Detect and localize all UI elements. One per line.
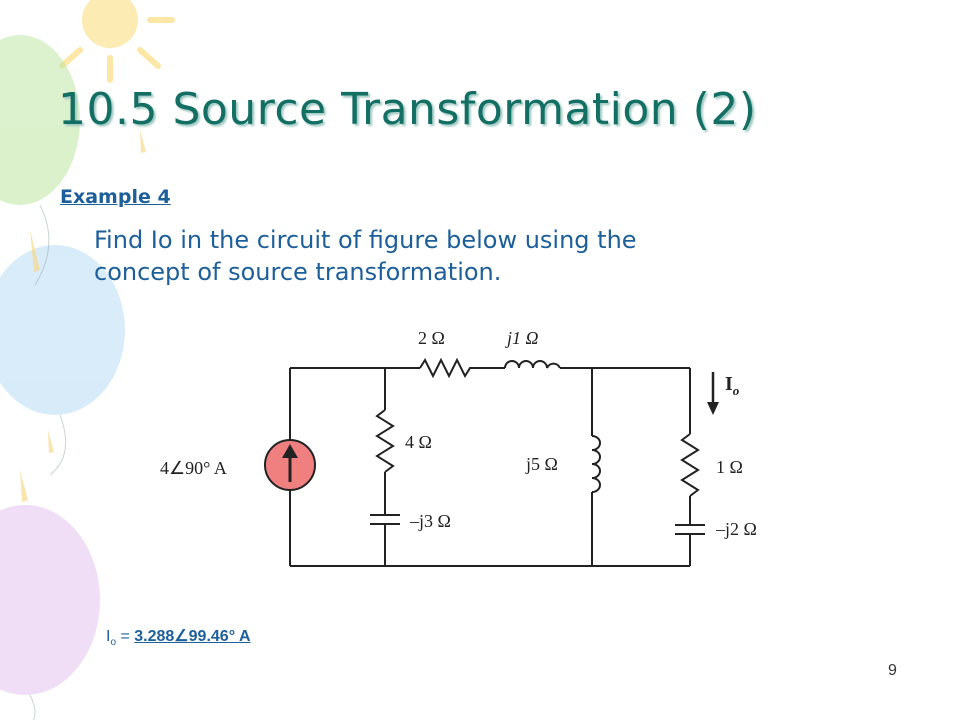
capacitor-left-label: –j3 Ω [409, 511, 451, 531]
inductor-mid-label: j5 Ω [525, 454, 558, 474]
answer-value: 3.288∠99.46° A [134, 628, 251, 645]
resistor-1ohm [680, 433, 700, 497]
sun-icon [59, 0, 175, 83]
inductor-j5 [591, 435, 601, 493]
inductor-top-label: j1 Ω [505, 328, 539, 348]
resistor-2ohm [419, 357, 475, 379]
capacitor-right-label: –j2 Ω [715, 519, 757, 539]
source-label: 4∠90° A [160, 458, 227, 478]
resistor-right-label: 1 Ω [716, 457, 743, 477]
resistor-4ohm [375, 409, 395, 473]
question-line-2: concept of source transformation. [94, 258, 502, 286]
example-label: Example 4 [60, 186, 171, 208]
resistor-top-label: 2 Ω [418, 328, 445, 348]
question-line-1: Find Io in the circuit of figure below u… [94, 226, 637, 254]
answer-equals: = [116, 628, 135, 645]
answer-symbol: I [106, 628, 111, 645]
current-source [264, 439, 316, 491]
current-label: Io [725, 373, 740, 398]
slide-title: 10.5 Source Transformation (2) [58, 84, 757, 135]
circuit-diagram: 4∠90° A 2 Ω j1 Ω 4 Ω –j3 Ω j5 Ω 1 Ω –j2 … [160, 328, 757, 567]
resistor-left-label: 4 Ω [405, 432, 432, 452]
inductor-j1 [504, 360, 561, 369]
question-text: Find Io in the circuit of figure below u… [94, 224, 874, 288]
answer-subscript: o [110, 637, 117, 649]
confetti-icon [20, 130, 146, 502]
page-number: 9 [888, 662, 897, 679]
answer-line: Io = 3.288∠99.46° A [106, 626, 251, 648]
current-arrow-icon [707, 372, 719, 415]
balloon-icon [0, 35, 125, 695]
